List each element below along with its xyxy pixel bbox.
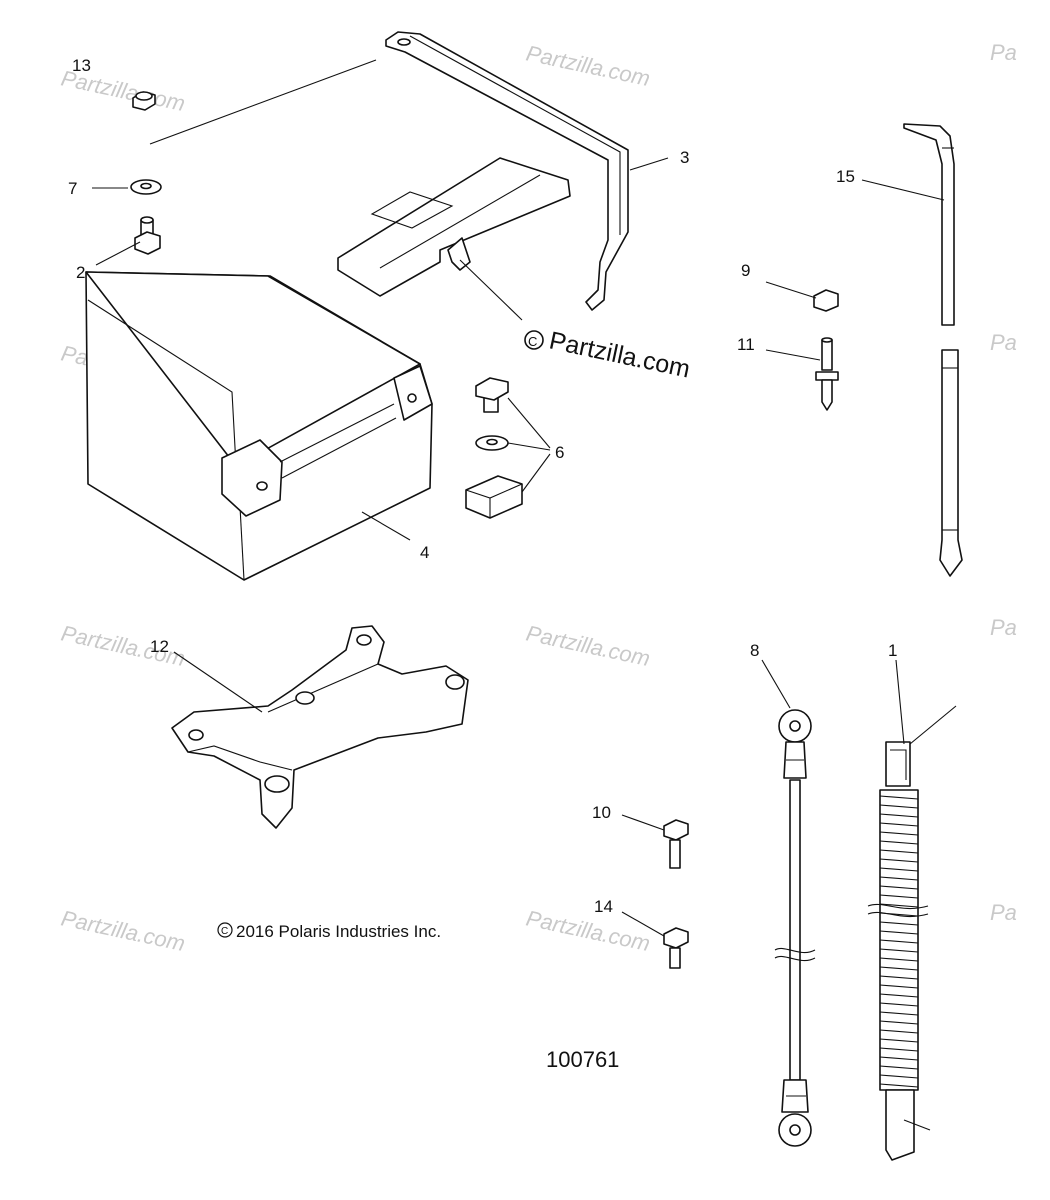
part-12-bracket: [171, 625, 469, 829]
part-9-nut: [813, 289, 839, 312]
leader-10: [621, 814, 665, 831]
conduit-rib: [879, 849, 919, 854]
callout-13: 13: [72, 56, 91, 75]
watermark-edge: Pa: [990, 900, 1017, 925]
part-1-cable: [867, 705, 957, 1161]
leader-lines: [92, 59, 945, 937]
watermark: Partzilla.com: [524, 905, 652, 956]
part-15-rod: [903, 123, 963, 577]
watermark-edge: Pa: [990, 330, 1017, 355]
callout-1: 1: [888, 641, 897, 660]
conduit-rib: [879, 984, 919, 989]
battery-pad: [337, 157, 571, 297]
svg-text:C: C: [221, 926, 228, 937]
part-14-bolt: [663, 927, 689, 969]
conduit-rib: [879, 885, 919, 890]
conduit-rib: [879, 948, 919, 953]
conduit-rib: [879, 966, 919, 971]
leader-13: [149, 59, 377, 145]
figure-number: 100761: [546, 1047, 619, 1072]
callouts: 13 7 2 3 6 4 12 15 9 11 8 1 10 14: [68, 56, 897, 916]
conduit-rib: [879, 804, 919, 809]
conduit-rib: [879, 993, 919, 998]
conduit-rib: [879, 939, 919, 944]
callout-11: 11: [737, 335, 755, 354]
conduit-rib: [879, 921, 919, 926]
callout-6: 6: [555, 443, 564, 462]
conduit-rib: [879, 1029, 919, 1034]
main-watermark: C Partzilla.com: [524, 326, 693, 384]
conduit-rib: [879, 840, 919, 845]
conduit-rib: [879, 1056, 919, 1061]
watermark: Partzilla.com: [524, 40, 652, 91]
part-11-stud: [815, 337, 839, 411]
copyright-icon: C: [217, 922, 233, 938]
leader-6a: [507, 397, 551, 449]
conduit-rib: [879, 876, 919, 881]
conduit-rib: [879, 822, 919, 827]
conduit-rib: [879, 975, 919, 980]
callout-14: 14: [594, 897, 613, 916]
leader-9: [765, 281, 817, 299]
callout-3: 3: [680, 148, 689, 167]
leader-3: [629, 157, 669, 171]
conduit-rib: [879, 894, 919, 899]
callout-15: 15: [836, 167, 855, 186]
conduit-rib: [879, 867, 919, 872]
conduit-rib: [879, 795, 919, 800]
part-6-hardware: [465, 377, 523, 519]
conduit-rib: [879, 903, 919, 908]
part-7-washer: [130, 179, 162, 195]
copyright-notice: C 2016 Polaris Industries Inc.: [217, 922, 441, 941]
conduit-rib: [879, 1074, 919, 1079]
callout-2: 2: [76, 263, 85, 282]
callout-8: 8: [750, 641, 759, 660]
copyright-icon: C: [524, 330, 544, 350]
conduit-rib: [879, 930, 919, 935]
conduit-rib: [879, 957, 919, 962]
leader-5: [459, 259, 523, 321]
leader-1: [895, 659, 905, 745]
copyright-text: 2016 Polaris Industries Inc.: [236, 922, 441, 941]
leader-2: [95, 241, 141, 266]
watermark: Partzilla.com: [524, 620, 652, 671]
part-8-cable: [774, 709, 816, 1147]
conduit-rib: [879, 1002, 919, 1007]
conduit-rib: [879, 1011, 919, 1016]
leader-11: [765, 349, 821, 361]
callout-10: 10: [592, 803, 611, 822]
watermark: Partzilla.com: [59, 905, 187, 956]
leader-15: [861, 179, 945, 201]
leader-14: [621, 911, 665, 937]
conduit-rib: [879, 1083, 919, 1088]
part-4-battery: [85, 271, 433, 581]
callout-7: 7: [68, 179, 77, 198]
part-3-strap: [385, 31, 629, 311]
leader-8: [761, 659, 791, 709]
main-watermark-text: Partzilla.com: [547, 326, 693, 383]
part-2-bolt: [134, 216, 161, 255]
callout-12: 12: [150, 637, 169, 656]
callout-4: 4: [420, 543, 429, 562]
leader-4: [361, 511, 411, 541]
watermark-edge: Pa: [990, 615, 1017, 640]
part-13-nut: [132, 91, 156, 111]
conduit-rib: [879, 1065, 919, 1070]
svg-text:C: C: [528, 334, 537, 349]
conduit-rib: [879, 813, 919, 818]
conduit-rib: [879, 831, 919, 836]
conduit-ribs: [879, 795, 919, 1088]
watermark-edge: Pa: [990, 40, 1017, 65]
leader-12: [173, 651, 263, 713]
conduit-rib: [879, 1020, 919, 1025]
callout-9: 9: [741, 261, 750, 280]
leader-6b: [507, 442, 551, 451]
conduit-rib: [879, 1047, 919, 1052]
leader-6c: [521, 453, 551, 493]
conduit-rib: [879, 858, 919, 863]
part-10-bolt: [663, 819, 689, 869]
conduit-rib: [879, 1038, 919, 1043]
